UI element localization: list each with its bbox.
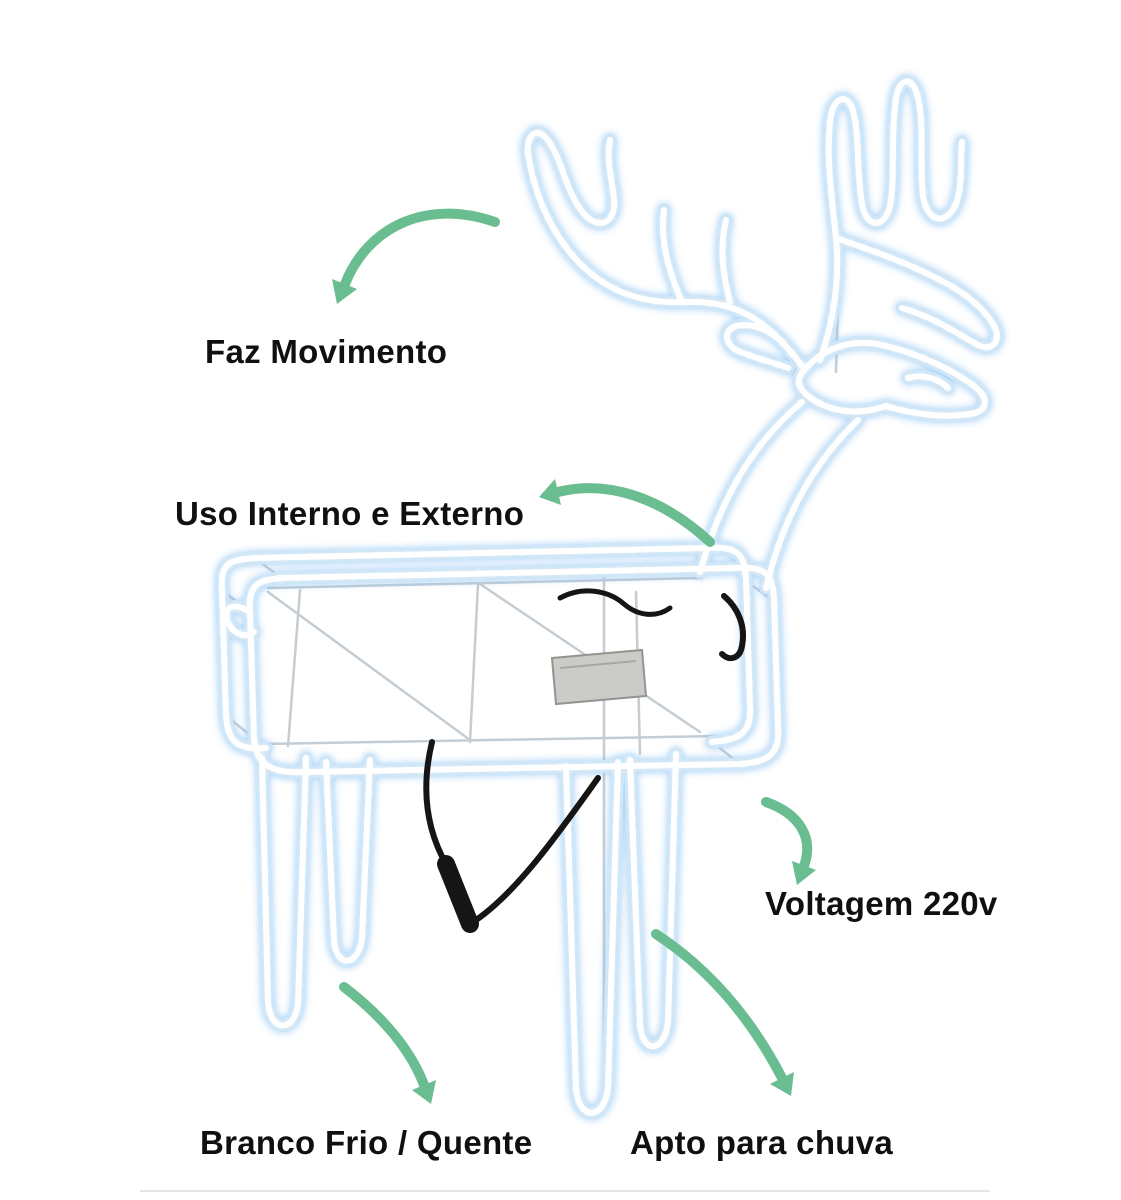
voltagem-arrow-icon — [761, 797, 816, 885]
label-apto-para-chuva: Apto para chuva — [630, 1124, 894, 1161]
motor-box — [550, 648, 648, 706]
label-faz-movimento: Faz Movimento — [205, 333, 448, 370]
photo-floor-line — [140, 1190, 990, 1192]
apto-chuva-arrow-icon — [651, 929, 794, 1096]
label-branco-frio-quente: Branco Frio / Quente — [200, 1124, 533, 1161]
branco-frio-arrow-icon — [339, 982, 436, 1104]
uso-interno-arrow-icon — [539, 479, 715, 547]
label-uso-interno-externo: Uso Interno e Externo — [175, 495, 525, 532]
label-voltagem: Voltagem 220v — [765, 885, 998, 922]
power-cable — [423, 588, 746, 933]
faz-movimento-arrow-icon — [332, 208, 500, 304]
